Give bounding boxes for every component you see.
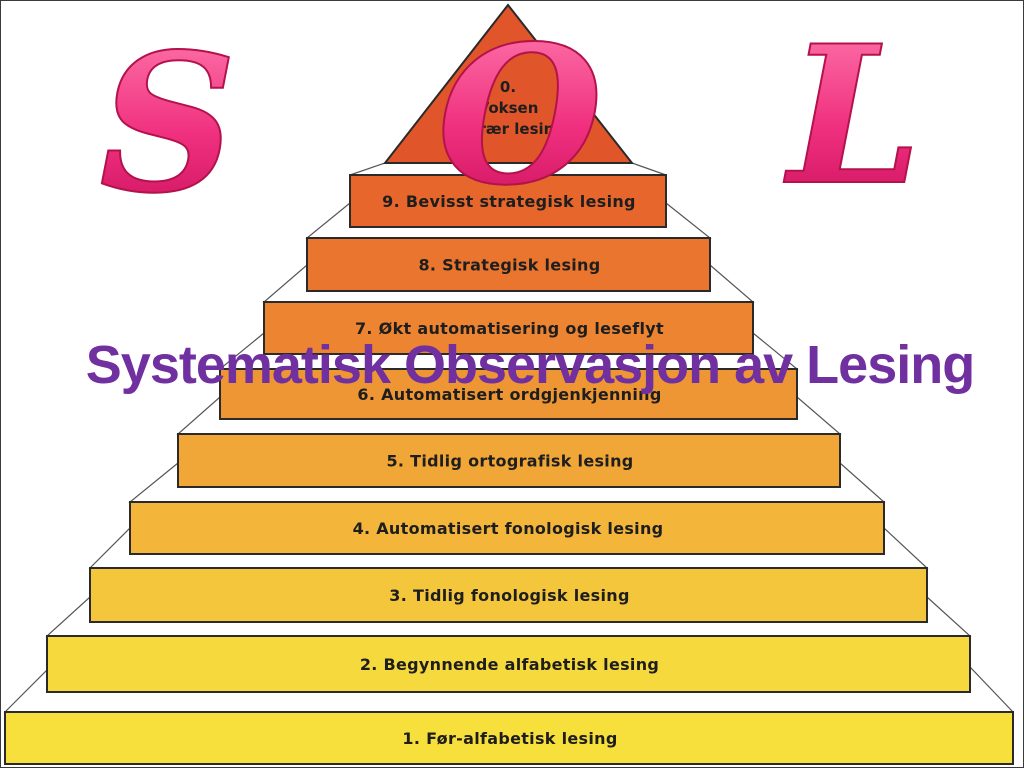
step-face — [349, 174, 667, 228]
step-face — [306, 237, 711, 292]
pyramid-steps: 1. Før-alfabetisk lesing 2. Begynnende al… — [3, 162, 1015, 765]
step-face — [4, 711, 1014, 765]
step-label: 3. Tidlig fonologisk lesing — [389, 586, 629, 605]
step-label: 8. Strategisk lesing — [419, 256, 601, 275]
pyramid-step: 9. Bevisst strategisk lesing — [349, 162, 667, 228]
peak-line-2: Voksen — [478, 99, 539, 117]
step-label: 6. Automatisert ordgjenkjenning — [357, 385, 661, 404]
step-face — [129, 501, 885, 555]
letter-o: O — [437, 4, 603, 227]
step-face — [219, 368, 798, 420]
step-face — [177, 433, 841, 488]
pyramid-peak: 0. Voksen literær lesing — [382, 3, 635, 164]
peak-line-1: 0. — [500, 78, 516, 96]
step-label: 9. Bevisst strategisk lesing — [382, 192, 636, 211]
step-label: 4. Automatisert fonologisk lesing — [353, 519, 664, 538]
peak-triangle — [382, 3, 635, 164]
step-label: 7. Økt automatisering og leseflyt — [355, 319, 664, 338]
step-label: 1. Før-alfabetisk lesing — [402, 729, 617, 748]
step-label: 2. Begynnende alfabetisk lesing — [360, 655, 659, 674]
sol-letters: S O L — [98, 3, 922, 236]
step-face — [89, 567, 928, 623]
letter-l: L — [783, 4, 922, 227]
peak-line-3: literær lesing — [451, 120, 565, 138]
step-label: 5. Tidlig ortografisk lesing — [386, 452, 633, 471]
step-face — [46, 635, 971, 693]
step-face — [263, 301, 754, 355]
slide-title: Systematisk Observasjon av Lesing — [86, 335, 974, 395]
letter-s: S — [99, 12, 236, 235]
